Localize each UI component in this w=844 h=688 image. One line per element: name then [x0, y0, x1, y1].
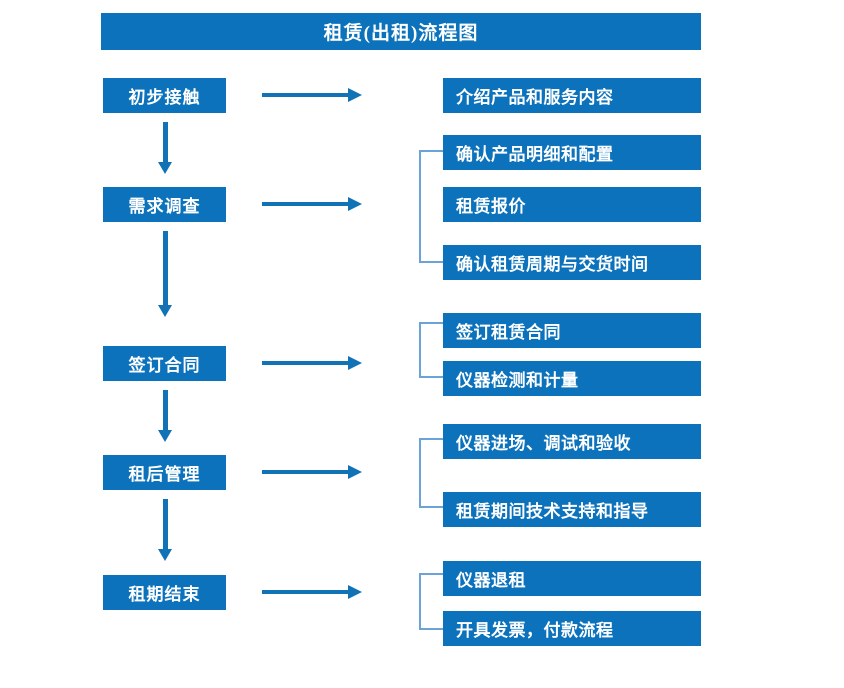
- flow-arrow-down-1: [158, 122, 172, 174]
- detail-box-technical-support[interactable]: 租赁期间技术支持和指导: [443, 492, 701, 527]
- detail-box-instrument-inspection[interactable]: 仪器检测和计量: [443, 361, 701, 396]
- detail-box-confirm-period-delivery[interactable]: 确认租赁周期与交货时间: [443, 245, 701, 280]
- flow-arrow-right-2: [262, 197, 362, 211]
- flow-arrow-down-3: [158, 390, 172, 442]
- detail-box-instrument-return[interactable]: 仪器退租: [443, 561, 701, 596]
- stage-box-post-rental-mgmt[interactable]: 租后管理: [103, 455, 226, 490]
- flowchart-title: 租赁(出租)流程图: [101, 13, 701, 50]
- bracket-group-sign-contract: [419, 322, 443, 378]
- stage-box-rental-end[interactable]: 租期结束: [103, 575, 226, 610]
- stage-box-sign-contract[interactable]: 签订合同: [103, 346, 226, 381]
- detail-box-introduce-products[interactable]: 介绍产品和服务内容: [443, 78, 701, 113]
- stage-box-demand-survey[interactable]: 需求调查: [103, 187, 226, 222]
- detail-box-instrument-entry[interactable]: 仪器进场、调试和验收: [443, 424, 701, 459]
- flow-arrow-right-4: [262, 465, 362, 479]
- stage-box-initial-contact[interactable]: 初步接触: [103, 78, 226, 113]
- flow-arrow-down-2: [158, 231, 172, 317]
- flow-arrow-down-4: [158, 499, 172, 561]
- detail-box-confirm-product-config[interactable]: 确认产品明细和配置: [443, 135, 701, 170]
- detail-box-sign-rental-contract[interactable]: 签订租赁合同: [443, 313, 701, 348]
- flow-arrow-right-5: [262, 585, 362, 599]
- detail-box-invoice-payment[interactable]: 开具发票，付款流程: [443, 611, 701, 646]
- bracket-group-demand-survey: [419, 150, 443, 263]
- flow-arrow-right-3: [262, 356, 362, 370]
- detail-box-rental-quotation[interactable]: 租赁报价: [443, 187, 701, 222]
- bracket-group-rental-end: [419, 573, 443, 630]
- bracket-group-post-rental: [419, 438, 443, 508]
- flow-arrow-right-1: [262, 88, 362, 102]
